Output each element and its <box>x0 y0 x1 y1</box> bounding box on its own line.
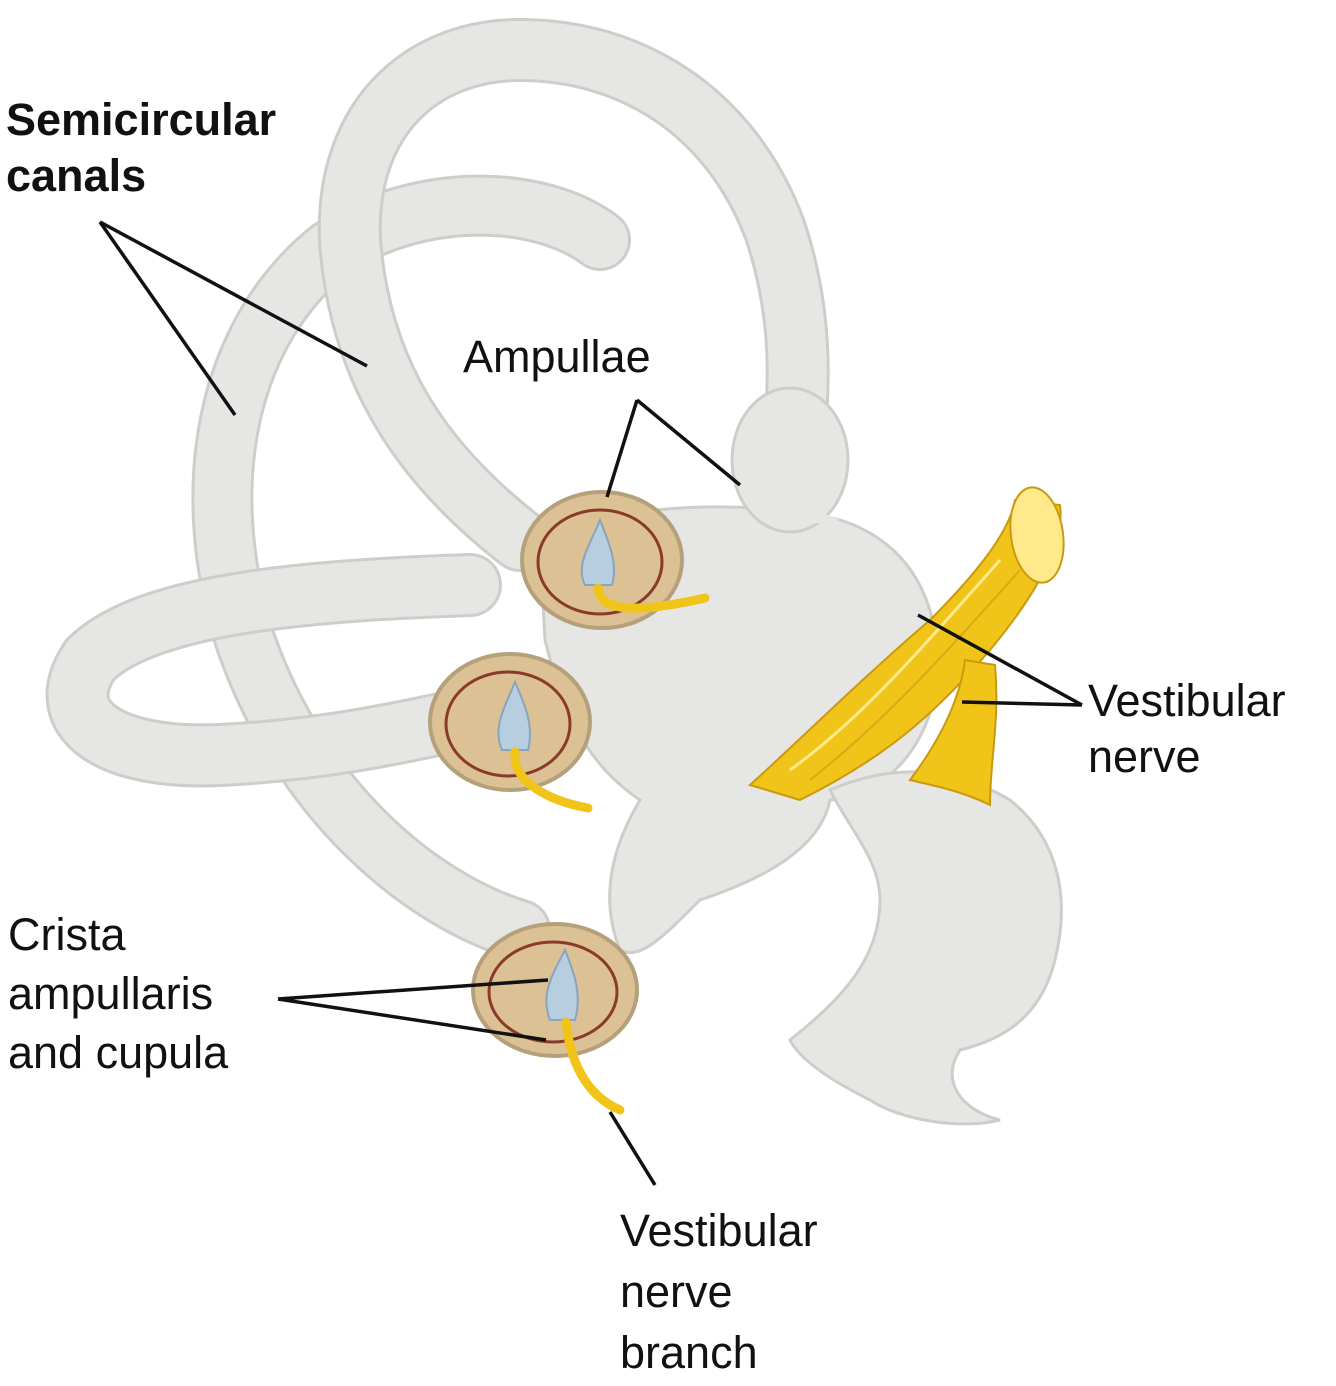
superior-semicircular-canal <box>317 17 830 572</box>
label-crista-ampullaris: Crista ampullaris and cupula <box>8 905 228 1082</box>
leader-nerve-1 <box>917 613 1083 707</box>
leader-nerve-2 <box>961 700 1083 707</box>
leader-crista-1 <box>277 978 549 1001</box>
label-line: ampullaris <box>8 968 214 1019</box>
label-line: Vestibular <box>1088 675 1286 726</box>
label-vestibular-nerve: Vestibular nerve <box>1088 673 1286 785</box>
label-line: Crista <box>8 909 126 960</box>
label-line: canals <box>6 150 147 201</box>
leader-canals-2 <box>99 220 368 368</box>
label-line: and cupula <box>8 1027 229 1078</box>
leader-lines <box>98 220 1083 1186</box>
label-line: nerve <box>1088 731 1201 782</box>
leader-canals-1 <box>98 220 237 417</box>
leader-ampullae-2 <box>635 398 742 487</box>
label-line: Vestibular <box>620 1205 818 1256</box>
posterior-semicircular-canal <box>191 174 631 961</box>
label-vestibular-nerve-branch: Vestibular nerve branch <box>620 1200 818 1383</box>
label-line: nerve <box>620 1266 733 1317</box>
lateral-semicircular-canal <box>45 553 502 788</box>
label-ampullae: Ampullae <box>463 329 651 385</box>
label-line: branch <box>620 1327 758 1378</box>
leader-branch <box>608 1111 657 1186</box>
leader-ampullae-1 <box>605 399 639 498</box>
ampulla-cross-section-icon <box>428 652 593 813</box>
ampulla-cross-section-icon <box>471 922 639 1115</box>
label-line: Ampullae <box>463 331 651 382</box>
ampulla-cross-section-icon <box>520 490 710 630</box>
label-line: Semicircular <box>6 94 277 145</box>
leader-crista-2 <box>277 997 547 1042</box>
label-semicircular-canals: Semicircular canals <box>6 92 276 204</box>
vestibular-nerve-bundle <box>748 486 1065 807</box>
